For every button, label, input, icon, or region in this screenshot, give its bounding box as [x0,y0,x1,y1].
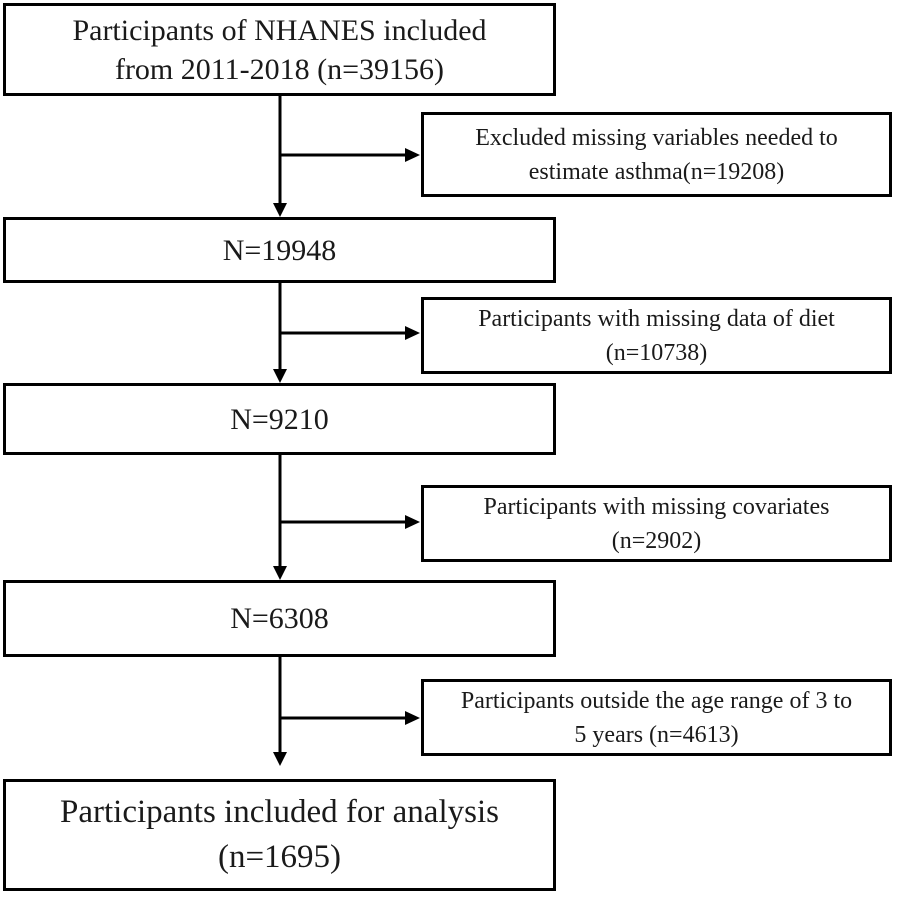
box-text-line: N=6308 [230,602,329,635]
box-text-line: Participants of NHANES included [72,13,487,47]
box-text-line: (n=1695) [217,839,342,875]
arrowhead-right-icon [405,148,420,162]
box-text-line: from 2011-2018 (n=39156) [114,52,445,86]
exclusion-box-missing-covariates: Participants with missing covariates (n=… [421,485,892,562]
arrowhead-down-icon [273,203,287,217]
exclusion-box-missing-diet-data: Participants with missing data of diet (… [421,297,892,374]
box-text-line: Participants outside the age range of 3 … [460,687,853,714]
flow-box-nhanes-included: Participants of NHANES included from 201… [3,3,556,96]
box-text-line: (n=2902) [611,527,702,554]
box-text-line: estimate asthma(n=19208) [528,158,785,185]
flow-box-n6308: N=6308 [3,580,556,657]
box-text-line: 5 years (n=4613) [574,721,739,748]
box-text-line: Excluded missing variables needed to [475,124,838,151]
box-text-line: N=9210 [230,402,329,436]
box-text-line: Participants with missing covariates [483,493,830,520]
arrowhead-down-icon [273,752,287,766]
box-text-line: (n=10738) [605,339,708,366]
flow-box-included-for-analysis: Participants included for analysis (n=16… [3,779,556,891]
flow-box-n19948: N=19948 [3,217,556,283]
box-text-line: N=19948 [222,233,337,267]
exclusion-box-missing-asthma-variables: Excluded missing variables needed to est… [421,112,892,197]
box-text-line: Participants with missing data of diet [478,305,835,332]
arrowhead-right-icon [405,711,420,725]
flow-box-n9210: N=9210 [3,383,556,455]
arrowhead-right-icon [405,515,420,529]
arrowhead-down-icon [273,566,287,580]
exclusion-box-age-range: Participants outside the age range of 3 … [421,679,892,756]
arrowhead-right-icon [405,326,420,340]
box-text-line: Participants included for analysis [60,794,499,830]
arrowhead-down-icon [273,369,287,383]
